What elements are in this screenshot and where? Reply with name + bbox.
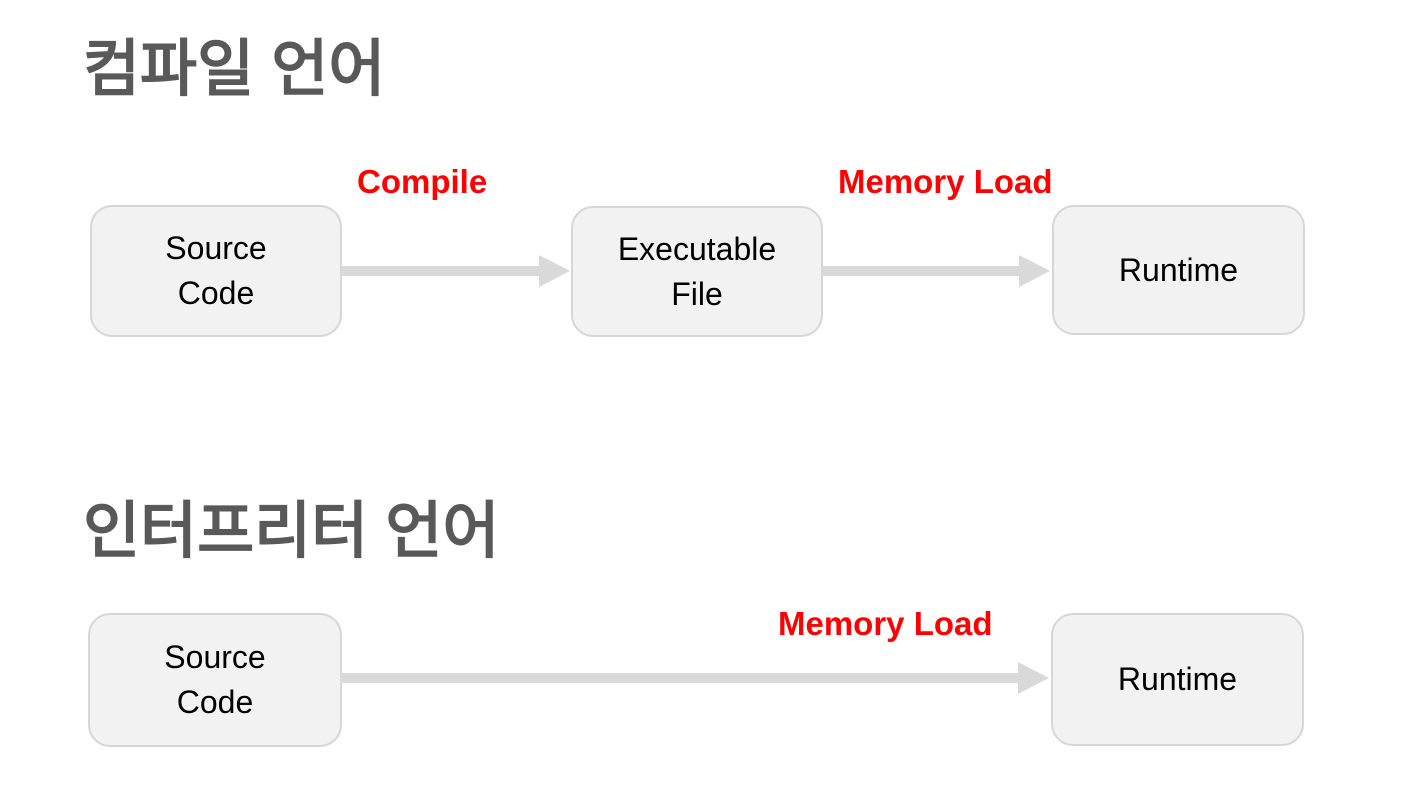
section-title-compiled-language: 컴파일 언어 [83,35,386,104]
arrow-head [539,255,570,287]
arrow-label-memory-load: Memory Load [778,605,993,642]
arrow-label-memory-load: Memory Load [838,163,1053,200]
node-source-code-line2: Code [176,684,254,720]
arrow-shaft [340,673,1020,683]
node-source-code: Source Code [90,205,342,337]
node-executable-file-line2: File [671,275,723,312]
node-runtime: Runtime [1052,205,1305,335]
node-source-code: Source Code [88,613,342,747]
arrow-head [1019,255,1050,287]
node-source-code-line1: Source [165,230,267,266]
arrow-shaft [342,266,541,276]
node-runtime: Runtime [1051,613,1304,746]
arrow-shaft [823,266,1021,276]
node-source-code-line1: Source [164,639,266,675]
node-executable-file-line1: Executable [617,230,777,267]
node-executable-file: Executable File [571,206,823,337]
memory-load-arrow-right-icon [340,662,1049,694]
section-title-interpreted-language: 인터프리터 언어 [83,497,500,566]
arrow-head [1018,662,1049,694]
memory-load-arrow-right-icon [823,255,1050,287]
node-runtime-label: Runtime [1118,251,1239,288]
node-runtime-label: Runtime [1117,661,1238,697]
arrow-label-compile: Compile [357,163,488,200]
compile-arrow-right-icon [342,255,570,287]
node-source-code-line2: Code [177,275,255,311]
